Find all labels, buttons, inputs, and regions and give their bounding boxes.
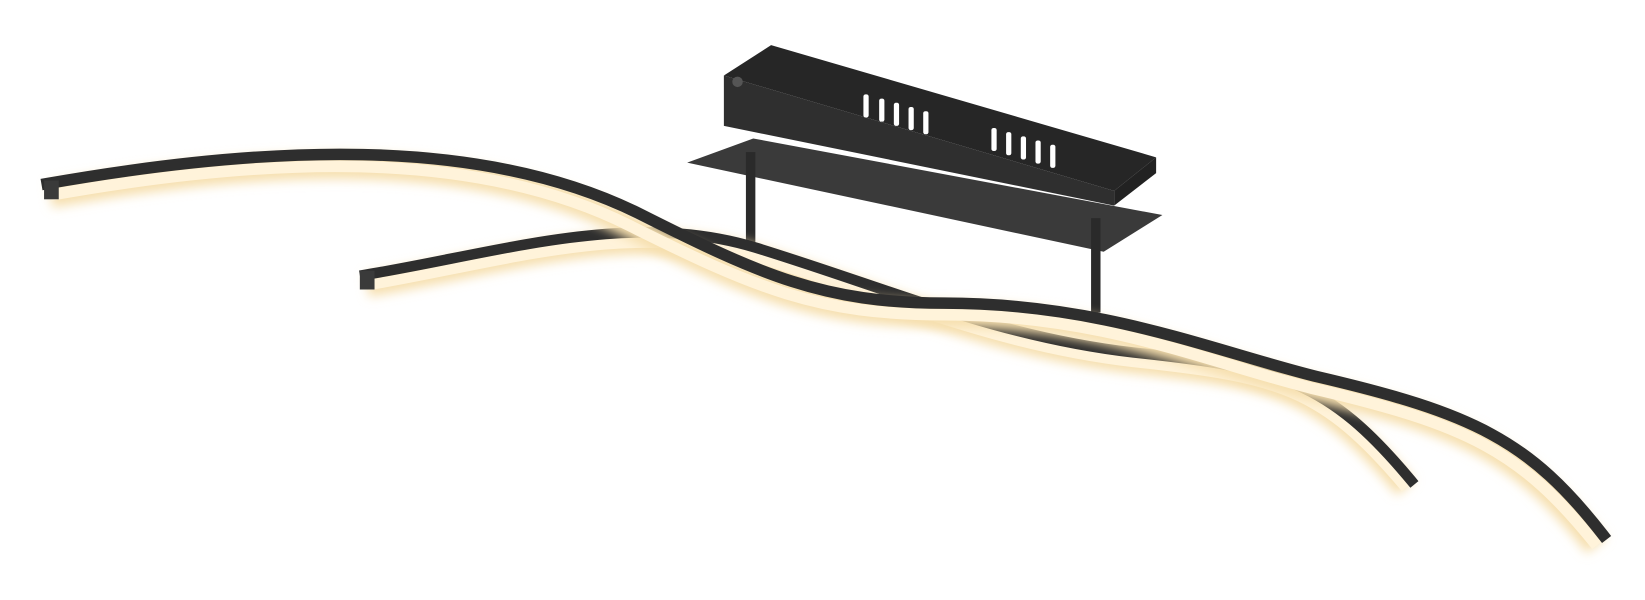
screw (732, 76, 743, 88)
light-arm-front-glow (48, 153, 1607, 554)
arm-end-cap (359, 270, 375, 290)
light-arm-front-diffuser (49, 160, 1602, 550)
support-rod-right (1091, 218, 1101, 313)
support-rod-left (745, 152, 756, 249)
canopy-plate (687, 138, 1163, 252)
light-arm-front-frame (40, 148, 1612, 544)
arm-end-cap (44, 180, 59, 200)
canopy-box-side (1114, 157, 1157, 206)
canopy-box-front (723, 75, 1115, 206)
vent-slots (863, 94, 1056, 168)
canopy-box-top (723, 45, 1157, 191)
